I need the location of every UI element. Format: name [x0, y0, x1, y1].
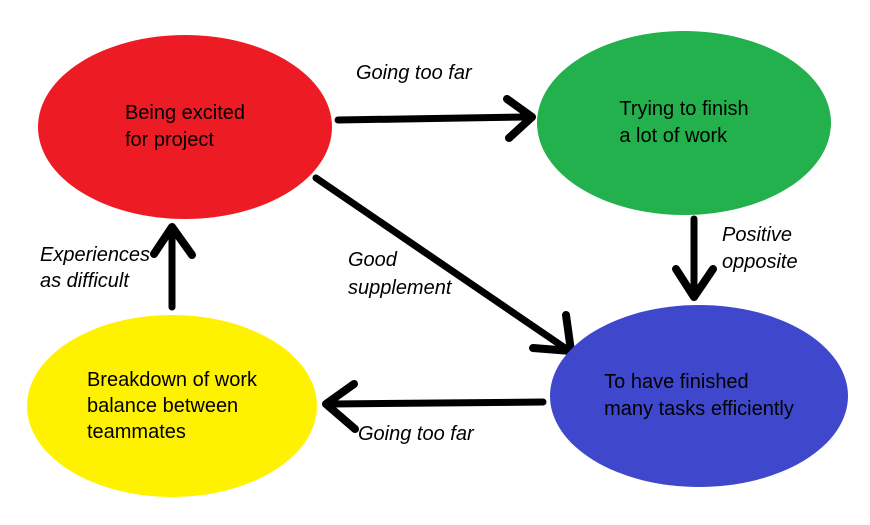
edge-label-going-too-far-bottom: Going too far — [358, 423, 474, 445]
edge-label-experiences-as-difficult: Experiences as difficult — [40, 244, 151, 292]
node-being-excited-label: Being excited for project — [124, 102, 246, 151]
node-being-excited: Being excited for project — [38, 35, 332, 219]
edge-label-positive-opposite: Positive opposite — [722, 224, 798, 273]
edge-label-going-too-far-top: Going too far — [356, 62, 472, 84]
edge-label-good-supplement: Good supplement — [348, 249, 452, 299]
node-breakdown-work-balance: Breakdown of work balance between teamma… — [27, 315, 317, 497]
node-finished-tasks: To have finished many tasks efficiently — [550, 305, 848, 487]
node-trying-to-finish: Trying to finish a lot of work — [537, 31, 831, 215]
node-breakdown-work-balance-label: Breakdown of work balance between teamma… — [86, 369, 258, 443]
arrow-trying-to-finished — [672, 215, 717, 301]
arrow-excited-to-trying — [334, 95, 536, 142]
arrow-finished-to-breakdown — [322, 380, 547, 433]
arrow-breakdown-to-excited — [150, 223, 196, 311]
node-trying-to-finish-label: Trying to finish a lot of work — [619, 98, 749, 147]
node-finished-tasks-label: To have finished many tasks efficiently — [604, 371, 794, 420]
